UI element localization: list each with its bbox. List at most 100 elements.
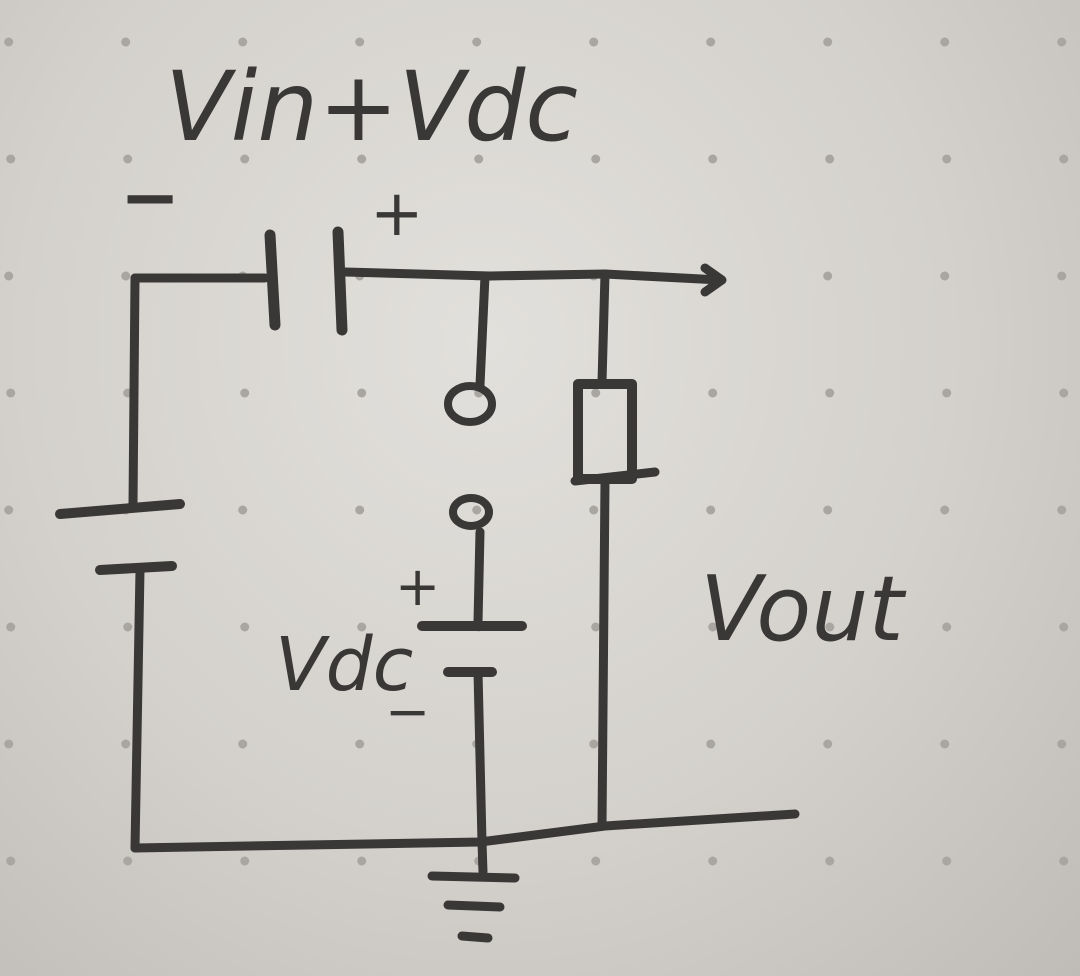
coupling-capacitor [264,226,348,336]
grid-dot [940,505,950,515]
grid-dot [472,37,482,47]
wires [128,263,800,877]
grid-dot [238,37,248,47]
battery-short-plate [95,561,177,575]
grid-dot [1057,37,1067,47]
grid-dot [823,37,833,47]
ground-stem [477,837,488,877]
grid-dot [4,271,14,281]
grid-dot [240,856,250,866]
resistor-wire-bottom [597,475,610,831]
grid-dot [472,505,482,515]
grid-dot [823,505,833,515]
grid-dot [6,622,16,632]
open-switch [444,382,496,530]
grid-dot [121,37,131,47]
grid-dot [357,388,367,398]
grid-dot [591,154,601,164]
capacitor-plate-right [332,226,348,336]
grid-dot [123,622,133,632]
grid-dot [589,505,599,515]
dc-minus-label: − [385,680,430,743]
grid-dot [474,154,484,164]
dc-source-label: Vdc [275,622,413,708]
grid-dot [708,856,718,866]
grid-dot [825,154,835,164]
ground-bar-3 [457,931,493,943]
grid-dot [6,856,16,866]
grid-dot [706,505,716,515]
ground-symbol [427,871,520,943]
grid-dot [4,505,14,515]
battery-long-plate [55,499,185,519]
dc-source [417,621,527,677]
left-wire-lower [130,565,145,853]
resistor-bottom-edge [570,467,660,486]
grid-dot [240,622,250,632]
grid-dot [1059,154,1069,164]
grid-dot [123,154,133,164]
grid-dot [823,739,833,749]
capacitor-minus-label: − [120,155,180,239]
grid-dot [940,37,950,47]
grid-dot [942,154,952,164]
left-wire-upper [128,273,140,510]
grid-dot [589,37,599,47]
grid-dot [589,739,599,749]
ground-bar-1 [427,871,520,883]
grid-dot [6,388,16,398]
top-wire-right [340,267,725,285]
ground-bar-2 [443,900,505,912]
grid-dot [1059,388,1069,398]
grid-dot [708,622,718,632]
grid-dot [942,622,952,632]
grid-dot [4,37,14,47]
grid-dot [942,388,952,398]
switch-contact-top [444,382,496,426]
grid-dot [591,388,601,398]
grid-dot [240,388,250,398]
grid-dot [706,739,716,749]
grid-dot [942,856,952,866]
dc-plus-label: + [395,555,440,618]
resistor-wire-top [597,269,610,387]
left-battery [55,499,185,575]
grid-dot [825,622,835,632]
grid-dot [121,739,131,749]
grid-dot [940,271,950,281]
grid-dot [357,154,367,164]
grid-dot [240,154,250,164]
grid-dot [1057,505,1067,515]
grid-dot [4,739,14,749]
switch-contact-bottom [449,494,493,530]
grid-dot [1057,271,1067,281]
output-arrow-head [700,263,727,297]
grid-dot [6,154,16,164]
grid-dot [591,622,601,632]
grid-dot [355,505,365,515]
dc-wire-lower [473,667,487,847]
resistor [573,379,637,484]
grid-dot [355,37,365,47]
grid-dot [591,856,601,866]
bottom-wire [130,809,800,853]
grid-dot [121,271,131,281]
grid-dot [123,856,133,866]
grid-dot [823,271,833,281]
grid-dot [940,739,950,749]
grid-dot [238,739,248,749]
grid-dot [708,154,718,164]
grid-dot [357,856,367,866]
grid-dot [708,388,718,398]
grid-dot [1059,856,1069,866]
grid-dot [355,739,365,749]
grid-dot [1059,622,1069,632]
grid-dot [706,37,716,47]
output-voltage-label: Vout [700,557,907,662]
capacitor-plus-label: + [370,177,424,251]
grid-dot [825,388,835,398]
grid-dot [238,505,248,515]
switch-wire-top [475,271,490,390]
